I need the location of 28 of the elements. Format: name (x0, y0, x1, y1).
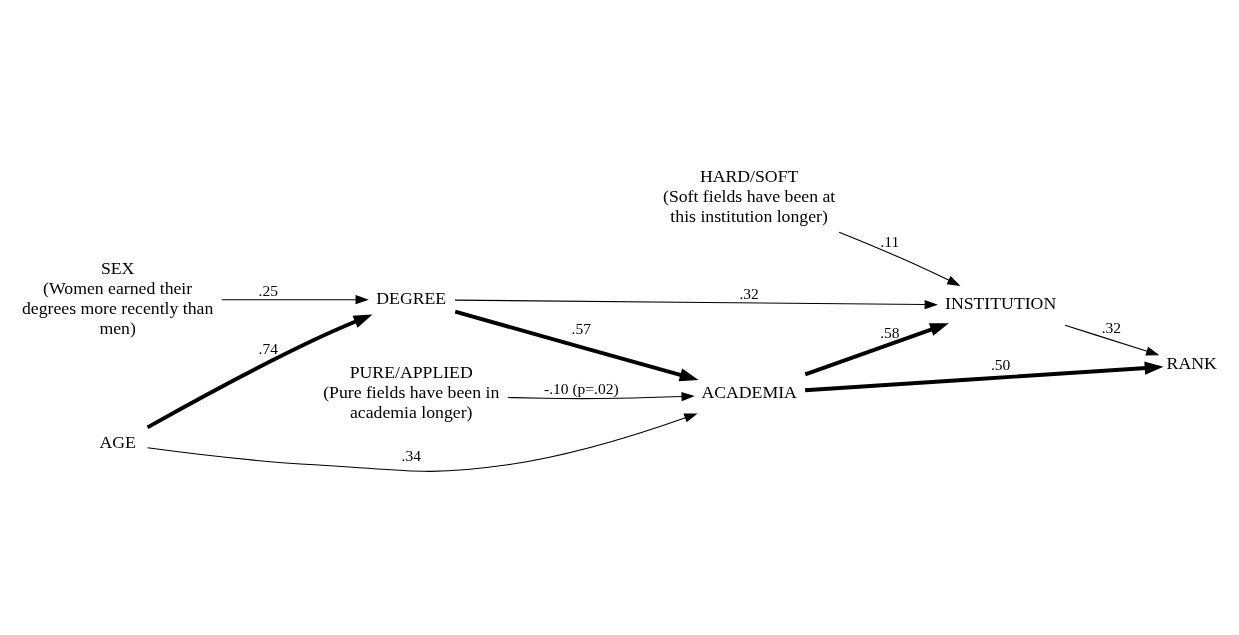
node-text: RANK (1166, 353, 1217, 374)
edge-label: -.10 (p=.02) (543, 380, 619, 398)
edge-label: .11 (880, 232, 900, 250)
node-text: DEGREE (376, 287, 447, 308)
edge-label: .34 (401, 446, 421, 464)
edge-label: .32 (739, 284, 759, 302)
edge-label: .50 (990, 355, 1011, 373)
edge-label: .25 (258, 281, 278, 299)
edge-label: .32 (1101, 319, 1122, 337)
arrow (805, 361, 1164, 393)
arrow (507, 391, 695, 402)
edge-label: .57 (571, 320, 591, 338)
node-text: AGE (99, 431, 136, 452)
edge-label: .74 (258, 340, 278, 358)
arrow (454, 309, 699, 382)
node-text: ACADEMIA (701, 382, 797, 403)
arrow (838, 231, 961, 286)
arrow (1064, 324, 1160, 356)
node-text: PURE/APPLIED (Pure fields have been in academia longer) (323, 362, 500, 423)
arrow (454, 299, 938, 310)
arrow (147, 413, 698, 472)
node-text: HARD/SOFT (Soft fields have been at this institution longer) (663, 166, 836, 226)
node-text: SEX (Women earned their degrees more recently than men) (21, 258, 214, 338)
arrow (146, 314, 373, 430)
arrow (221, 295, 369, 305)
arrow (804, 323, 949, 377)
node-text: INSTITUTION (945, 293, 1057, 314)
edge-label: .58 (880, 323, 900, 341)
